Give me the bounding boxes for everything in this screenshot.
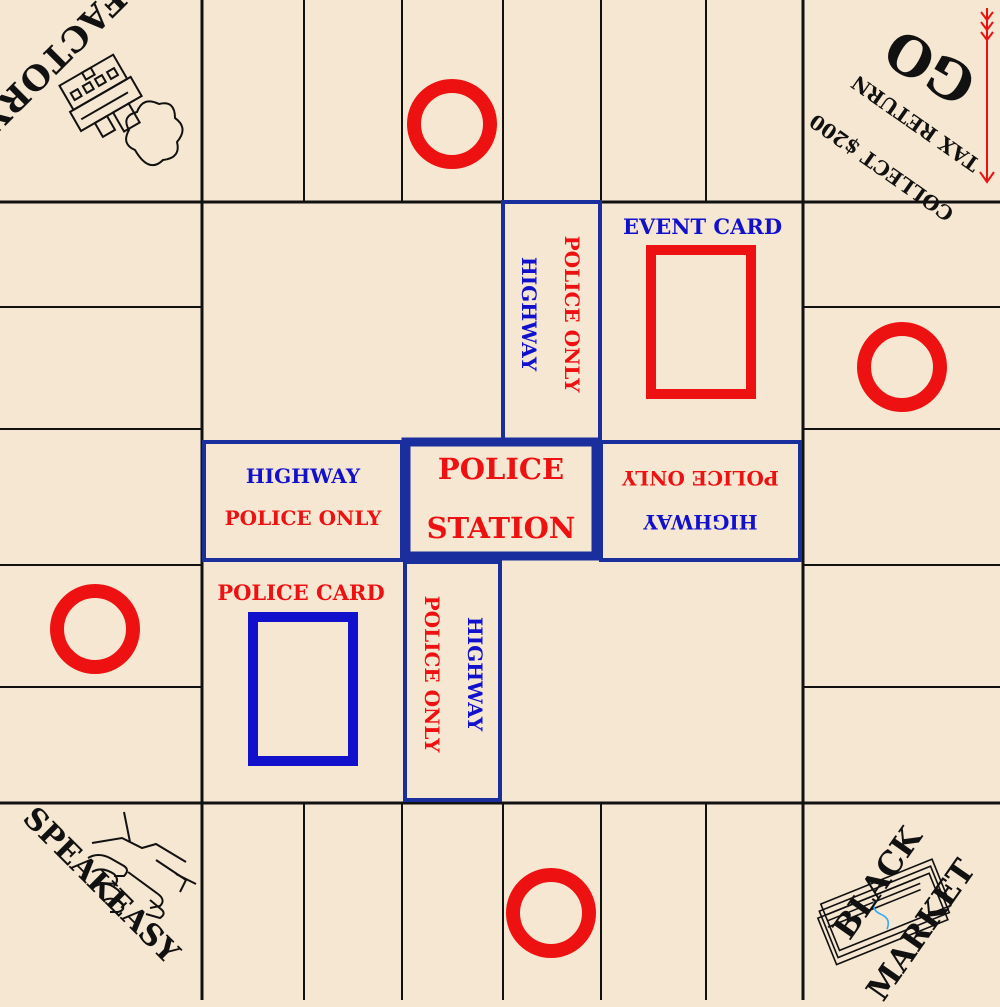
factory-icon [58, 53, 144, 139]
red-circle-bottom[interactable] [506, 868, 596, 958]
event-card-label: EVENT CARD [622, 214, 783, 239]
down-arrow-icon [979, 8, 995, 184]
handshake-icon [87, 811, 197, 920]
police-only-right-label: POLICE ONLY [622, 466, 779, 490]
red-circle-right[interactable] [857, 322, 947, 412]
police-station-line2[interactable]: STATION [426, 511, 576, 545]
highway-right-label: HIGHWAY [643, 510, 758, 534]
highway-bottom-label: HIGHWAY [463, 616, 487, 732]
highway-left-label: HIGHWAY [245, 464, 361, 488]
police-only-bottom-label: POLICE ONLY [420, 595, 444, 753]
police-station-line1[interactable]: POLICE [437, 452, 565, 486]
police-station-box[interactable] [401, 437, 601, 561]
red-circle-top[interactable] [407, 79, 497, 169]
police-card-label: POLICE CARD [217, 580, 385, 605]
red-circle-left[interactable] [50, 584, 140, 674]
highway-lane-left [202, 440, 404, 562]
highway-lane-right [599, 440, 802, 562]
police-only-left-label: POLICE ONLY [224, 506, 382, 530]
money-stack-icon [816, 858, 952, 966]
police-card-slot[interactable] [248, 612, 358, 766]
smoke-icon [125, 100, 184, 167]
highway-lane-bottom [403, 560, 502, 802]
police-only-top-label: POLICE ONLY [560, 235, 584, 393]
bottom-row-spaces [303, 803, 707, 1000]
highway-top-label: HIGHWAY [517, 256, 541, 372]
right-column-spaces [803, 306, 1000, 688]
event-card-slot[interactable] [646, 245, 756, 399]
left-column-spaces [0, 306, 202, 688]
top-row-spaces [303, 0, 707, 202]
